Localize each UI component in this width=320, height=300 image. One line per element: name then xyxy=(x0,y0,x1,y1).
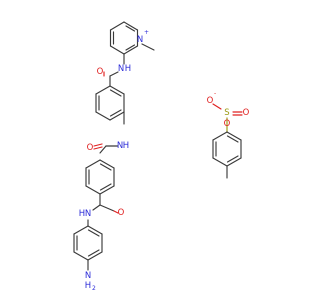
amide-1-nitrogen: N xyxy=(118,64,124,74)
bond xyxy=(125,25,136,32)
bond xyxy=(226,157,242,167)
bond xyxy=(99,185,115,195)
bond xyxy=(99,183,112,191)
bond xyxy=(87,225,103,235)
bond xyxy=(87,249,100,257)
bond xyxy=(85,185,101,195)
bond xyxy=(99,145,107,154)
amide-2-nitrogen: N xyxy=(117,141,123,151)
amine-hydrogen-count: 2 xyxy=(92,285,96,292)
bond xyxy=(99,159,115,169)
bond xyxy=(123,21,139,31)
bond xyxy=(93,146,103,150)
amine-nitrogen: N xyxy=(85,271,91,281)
amide-2-oxygen: O xyxy=(87,143,94,153)
sulfonyl-oxygen-bottom: O xyxy=(224,119,231,129)
bond xyxy=(87,229,100,237)
sulfonate-oxygen-anion: O xyxy=(207,96,214,106)
bond xyxy=(109,109,122,117)
amide-3-hydrogen: H xyxy=(79,209,85,219)
bond xyxy=(95,111,111,121)
bond xyxy=(109,85,125,95)
bond xyxy=(226,155,239,163)
bond xyxy=(109,45,125,55)
bond xyxy=(73,225,89,235)
bond xyxy=(99,204,115,212)
sulfonyl-oxygen-right: O xyxy=(243,108,250,118)
bond xyxy=(99,163,112,171)
bond xyxy=(212,157,228,167)
bond xyxy=(87,251,103,261)
bond xyxy=(125,44,136,51)
bond xyxy=(123,45,139,55)
pyridinium-nitrogen: N xyxy=(137,35,143,45)
bond xyxy=(95,85,111,95)
amide-3-nitrogen: N xyxy=(85,209,91,219)
bond xyxy=(109,71,119,77)
bond xyxy=(73,251,89,261)
positive-charge: + xyxy=(144,29,149,36)
bond xyxy=(85,159,101,169)
sulfur-atom: S xyxy=(224,108,229,118)
molecule-structure: N + O N H O N H O N H N H 2 O - S O O xyxy=(73,21,250,292)
amide-1-hydrogen: H xyxy=(125,64,131,74)
bond xyxy=(226,131,242,141)
amide-2-hydrogen: H xyxy=(123,141,129,151)
bond xyxy=(109,21,125,31)
bond xyxy=(212,131,228,141)
bond xyxy=(212,103,222,110)
bond xyxy=(226,135,239,143)
bond xyxy=(141,43,155,51)
bonds xyxy=(73,21,243,271)
bond xyxy=(93,143,103,147)
atom-labels: N + O N H O N H O N H N H 2 O - S O O xyxy=(79,29,250,292)
bond xyxy=(113,210,119,214)
bond xyxy=(109,111,125,121)
bond xyxy=(92,204,101,211)
negative-charge: - xyxy=(214,90,216,97)
bond xyxy=(109,89,122,97)
amide-1-oxygen: O xyxy=(97,67,104,77)
amine-hydrogen: H xyxy=(85,281,91,291)
amide-3-oxygen: O xyxy=(118,208,125,218)
